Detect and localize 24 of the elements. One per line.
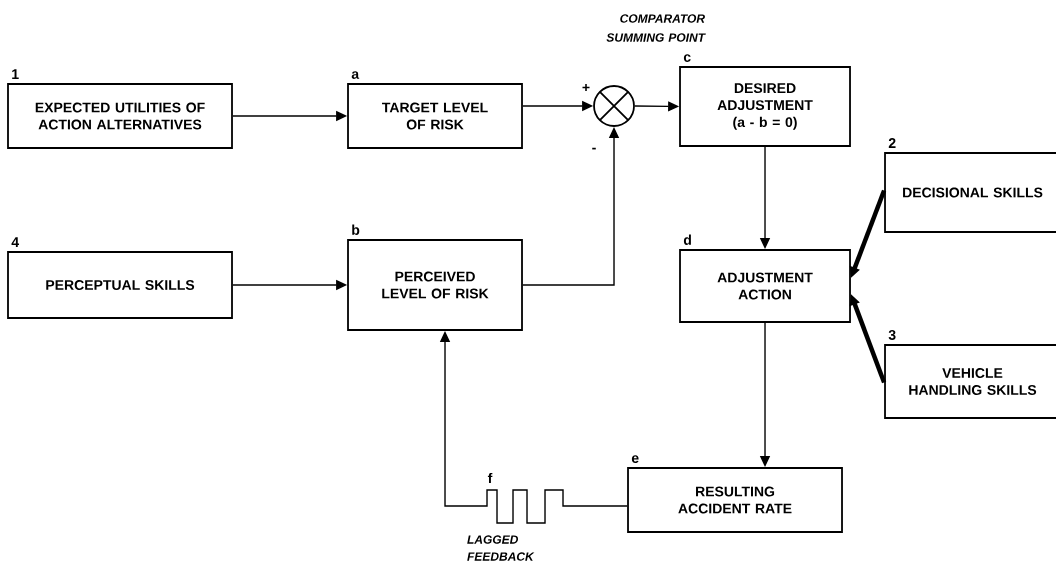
process-box: VEHICLE HANDLING SKILLS bbox=[884, 344, 1056, 419]
box-letter: 3 bbox=[888, 329, 896, 340]
box-letter: f bbox=[487, 472, 493, 484]
process-box: PERCEPTUAL SKILLS bbox=[7, 251, 233, 319]
box-letter: 2 bbox=[888, 138, 896, 148]
box-letter: c bbox=[683, 54, 691, 62]
box-letter: 4 bbox=[11, 237, 19, 247]
process-box: RESULTING ACCIDENT RATE bbox=[627, 467, 843, 533]
box-letter: e bbox=[631, 455, 639, 463]
process-box: DECISIONAL SKILLS bbox=[884, 152, 1056, 233]
process-box: PERCEIVED LEVEL OF RISK bbox=[347, 239, 523, 331]
sign-label: - bbox=[592, 147, 596, 150]
feedback-label: LAGGED FEEDBACK bbox=[467, 535, 535, 561]
process-box: ADJUSTMENT ACTION bbox=[679, 249, 851, 323]
process-box: DESIRED ADJUSTMENT (a - b = 0) bbox=[679, 66, 851, 147]
box-letter: 1 bbox=[12, 69, 19, 79]
sign-label: + bbox=[582, 83, 590, 91]
box-letter: b bbox=[352, 224, 360, 235]
box-letter: d bbox=[683, 234, 691, 245]
box-letter: a bbox=[351, 71, 360, 79]
process-box: EXPECTED UTILITIES OF ACTION ALTERNATIVES bbox=[7, 83, 233, 149]
process-box: TARGET LEVEL OF RISK bbox=[347, 83, 523, 149]
junction-caption: COMPARATOR SUMMING POINT bbox=[606, 14, 706, 42]
summing-junction bbox=[593, 85, 635, 127]
